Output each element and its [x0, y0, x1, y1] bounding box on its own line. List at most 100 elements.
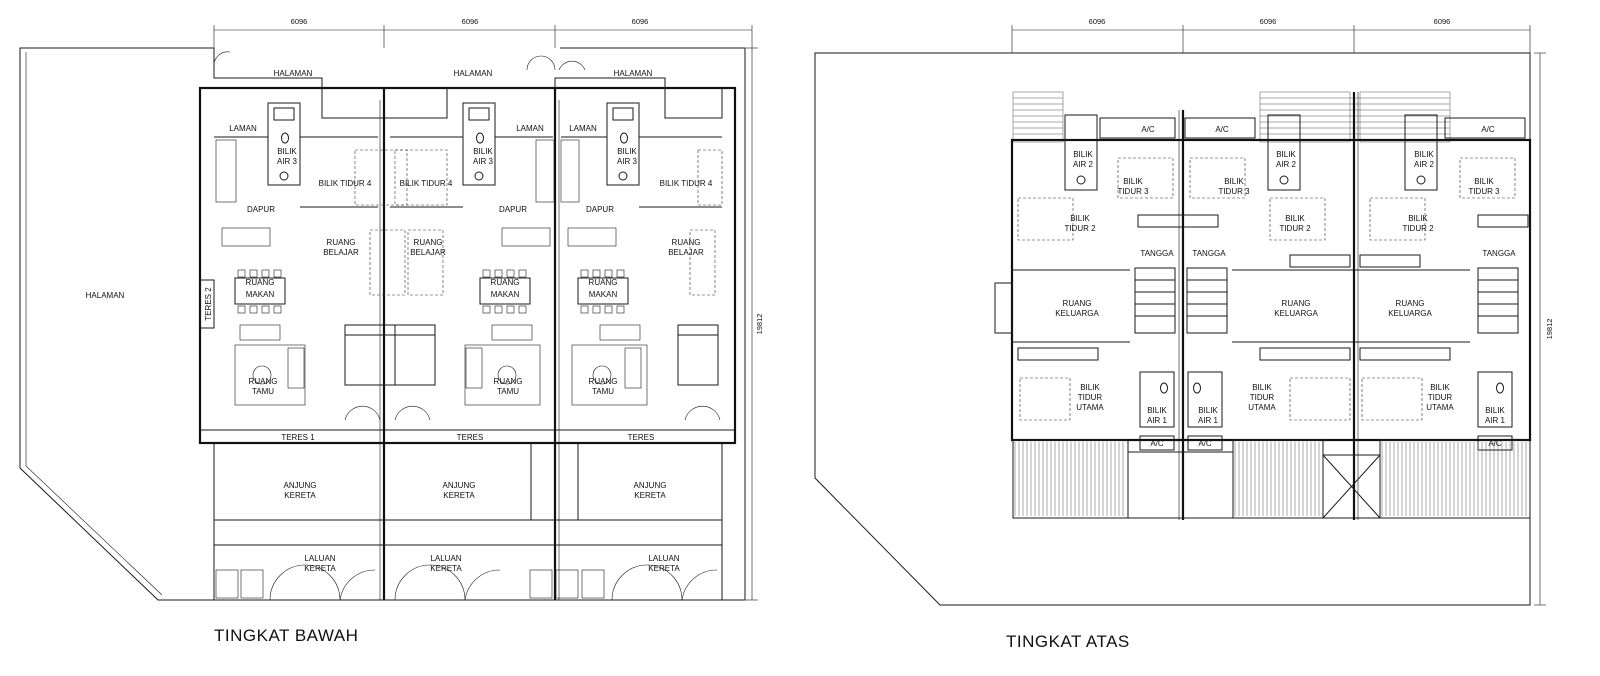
dimension-labels: 6096 6096 6096 6096 6096 6096 19812 1981…	[291, 17, 1554, 339]
label-teres-1: TERES 1	[281, 433, 315, 442]
label-tidur3-1b: TIDUR 3	[1117, 187, 1149, 196]
label-bilik-air3-1a: BILIK	[277, 147, 297, 156]
dim-upper-2: 6096	[1260, 17, 1277, 26]
label-tidur3-2b: TIDUR 3	[1218, 187, 1250, 196]
label-tangga-3: TANGGA	[1482, 249, 1516, 258]
dim-ground-depth: 19812	[755, 314, 764, 335]
label-bilik-air3-2a: BILIK	[473, 147, 493, 156]
label-anjung-3a: ANJUNG	[634, 481, 667, 490]
label-laluan-2b: KERETA	[430, 564, 462, 573]
label-tangga-1: TANGGA	[1140, 249, 1174, 258]
label-utama-3a: BILIK	[1430, 383, 1450, 392]
title-ground-floor: TINGKAT BAWAH	[214, 626, 359, 645]
label-bilik-air2-1b: AIR 2	[1073, 160, 1094, 169]
label-ruang-belajar-2a: RUANG	[414, 238, 443, 247]
label-ruang-belajar-1b: BELAJAR	[323, 248, 359, 257]
label-ruang-belajar-2b: BELAJAR	[410, 248, 446, 257]
label-ruang-makan-2b: MAKAN	[491, 290, 520, 299]
label-bilik-air1-3a: BILIK	[1485, 406, 1505, 415]
label-laluan-1a: LALUAN	[304, 554, 335, 563]
label-ac-bottom-1: A/C	[1150, 439, 1164, 448]
label-laluan-3b: KERETA	[648, 564, 680, 573]
label-halaman-3: HALAMAN	[614, 69, 653, 78]
dim-upper-3: 6096	[1434, 17, 1451, 26]
label-keluarga-1b: KELUARGA	[1055, 309, 1099, 318]
dim-upper-1: 6096	[1089, 17, 1106, 26]
label-ruang-tamu-3a: RUANG	[589, 377, 618, 386]
label-utama-1b: TIDUR	[1078, 393, 1103, 402]
label-bilik-tidur4-3: BILIK TIDUR 4	[660, 179, 713, 188]
label-bilik-tidur4-1: BILIK TIDUR 4	[319, 179, 372, 188]
label-ruang-makan-3a: RUANG	[589, 278, 618, 287]
label-ac-top-2: A/C	[1215, 125, 1229, 134]
label-tidur2-3a: BILIK	[1408, 214, 1428, 223]
label-utama-2c: UTAMA	[1248, 403, 1276, 412]
label-keluarga-3b: KELUARGA	[1388, 309, 1432, 318]
label-laman-3: LAMAN	[569, 124, 597, 133]
label-dapur-2: DAPUR	[499, 205, 527, 214]
label-bilik-air3-1b: AIR 3	[277, 157, 298, 166]
label-laluan-1b: KERETA	[304, 564, 336, 573]
label-dapur-1: DAPUR	[247, 205, 275, 214]
label-halaman-side: HALAMAN	[86, 291, 125, 300]
label-tidur2-3b: TIDUR 2	[1402, 224, 1434, 233]
label-tidur3-1a: BILIK	[1123, 177, 1143, 186]
label-bilik-air2-3b: AIR 2	[1414, 160, 1435, 169]
label-utama-3c: UTAMA	[1426, 403, 1454, 412]
label-laman-1: LAMAN	[229, 124, 257, 133]
label-utama-3b: TIDUR	[1428, 393, 1453, 402]
label-ruang-belajar-1a: RUANG	[327, 238, 356, 247]
upper-floor-labels: A/C A/C A/C BILIK AIR 2 BILIK AIR 2 BILI…	[1055, 125, 1516, 448]
ground-floor-plan	[19, 25, 758, 601]
label-utama-1c: UTAMA	[1076, 403, 1104, 412]
label-bilik-air2-2a: BILIK	[1276, 150, 1296, 159]
label-ruang-tamu-2b: TAMU	[497, 387, 519, 396]
label-anjung-2a: ANJUNG	[443, 481, 476, 490]
label-ruang-makan-3b: MAKAN	[589, 290, 618, 299]
label-ruang-makan-1b: MAKAN	[246, 290, 275, 299]
ground-floor-labels: HALAMAN HALAMAN HALAMAN HALAMAN LAMAN LA…	[86, 69, 713, 573]
label-ruang-tamu-2a: RUANG	[494, 377, 523, 386]
label-anjung-2b: KERETA	[443, 491, 475, 500]
label-bilik-air2-2b: AIR 2	[1276, 160, 1297, 169]
site-boundary-upper	[814, 52, 1531, 606]
label-tidur3-3a: BILIK	[1474, 177, 1494, 186]
label-teres-a: TERES	[457, 433, 484, 442]
label-ruang-tamu-1a: RUANG	[249, 377, 278, 386]
label-laluan-2a: LALUAN	[430, 554, 461, 563]
label-keluarga-1a: RUANG	[1063, 299, 1092, 308]
label-bilik-air1-2a: BILIK	[1198, 406, 1218, 415]
label-bilik-air2-3a: BILIK	[1414, 150, 1434, 159]
label-ac-bottom-2: A/C	[1198, 439, 1212, 448]
label-anjung-1a: ANJUNG	[284, 481, 317, 490]
label-laman-2: LAMAN	[516, 124, 544, 133]
label-utama-2a: BILIK	[1252, 383, 1272, 392]
label-ruang-belajar-3a: RUANG	[672, 238, 701, 247]
label-ruang-tamu-3b: TAMU	[592, 387, 614, 396]
label-keluarga-2b: KELUARGA	[1274, 309, 1318, 318]
dim-ground-3: 6096	[632, 17, 649, 26]
label-teres-2: TERES 2	[204, 287, 213, 321]
label-halaman-1: HALAMAN	[274, 69, 313, 78]
site-boundary-ground	[19, 47, 746, 601]
label-bilik-tidur4-2: BILIK TIDUR 4	[400, 179, 453, 188]
label-keluarga-2a: RUANG	[1282, 299, 1311, 308]
label-ac-top-1: A/C	[1141, 125, 1155, 134]
upper-floor-plan	[814, 25, 1546, 606]
label-ruang-makan-1a: RUANG	[246, 278, 275, 287]
label-ruang-belajar-3b: BELAJAR	[668, 248, 704, 257]
label-tidur2-2b: TIDUR 2	[1279, 224, 1311, 233]
label-tidur2-1a: BILIK	[1070, 214, 1090, 223]
dim-upper-depth: 19812	[1545, 319, 1554, 340]
ground-house-outline	[198, 86, 737, 445]
label-tangga-2: TANGGA	[1192, 249, 1226, 258]
label-utama-1a: BILIK	[1080, 383, 1100, 392]
label-bilik-air2-1a: BILIK	[1073, 150, 1093, 159]
label-ac-top-3: A/C	[1481, 125, 1495, 134]
label-utama-2b: TIDUR	[1250, 393, 1275, 402]
label-tidur3-2a: BILIK	[1224, 177, 1244, 186]
label-tidur2-1b: TIDUR 2	[1064, 224, 1096, 233]
label-bilik-air1-1a: BILIK	[1147, 406, 1167, 415]
